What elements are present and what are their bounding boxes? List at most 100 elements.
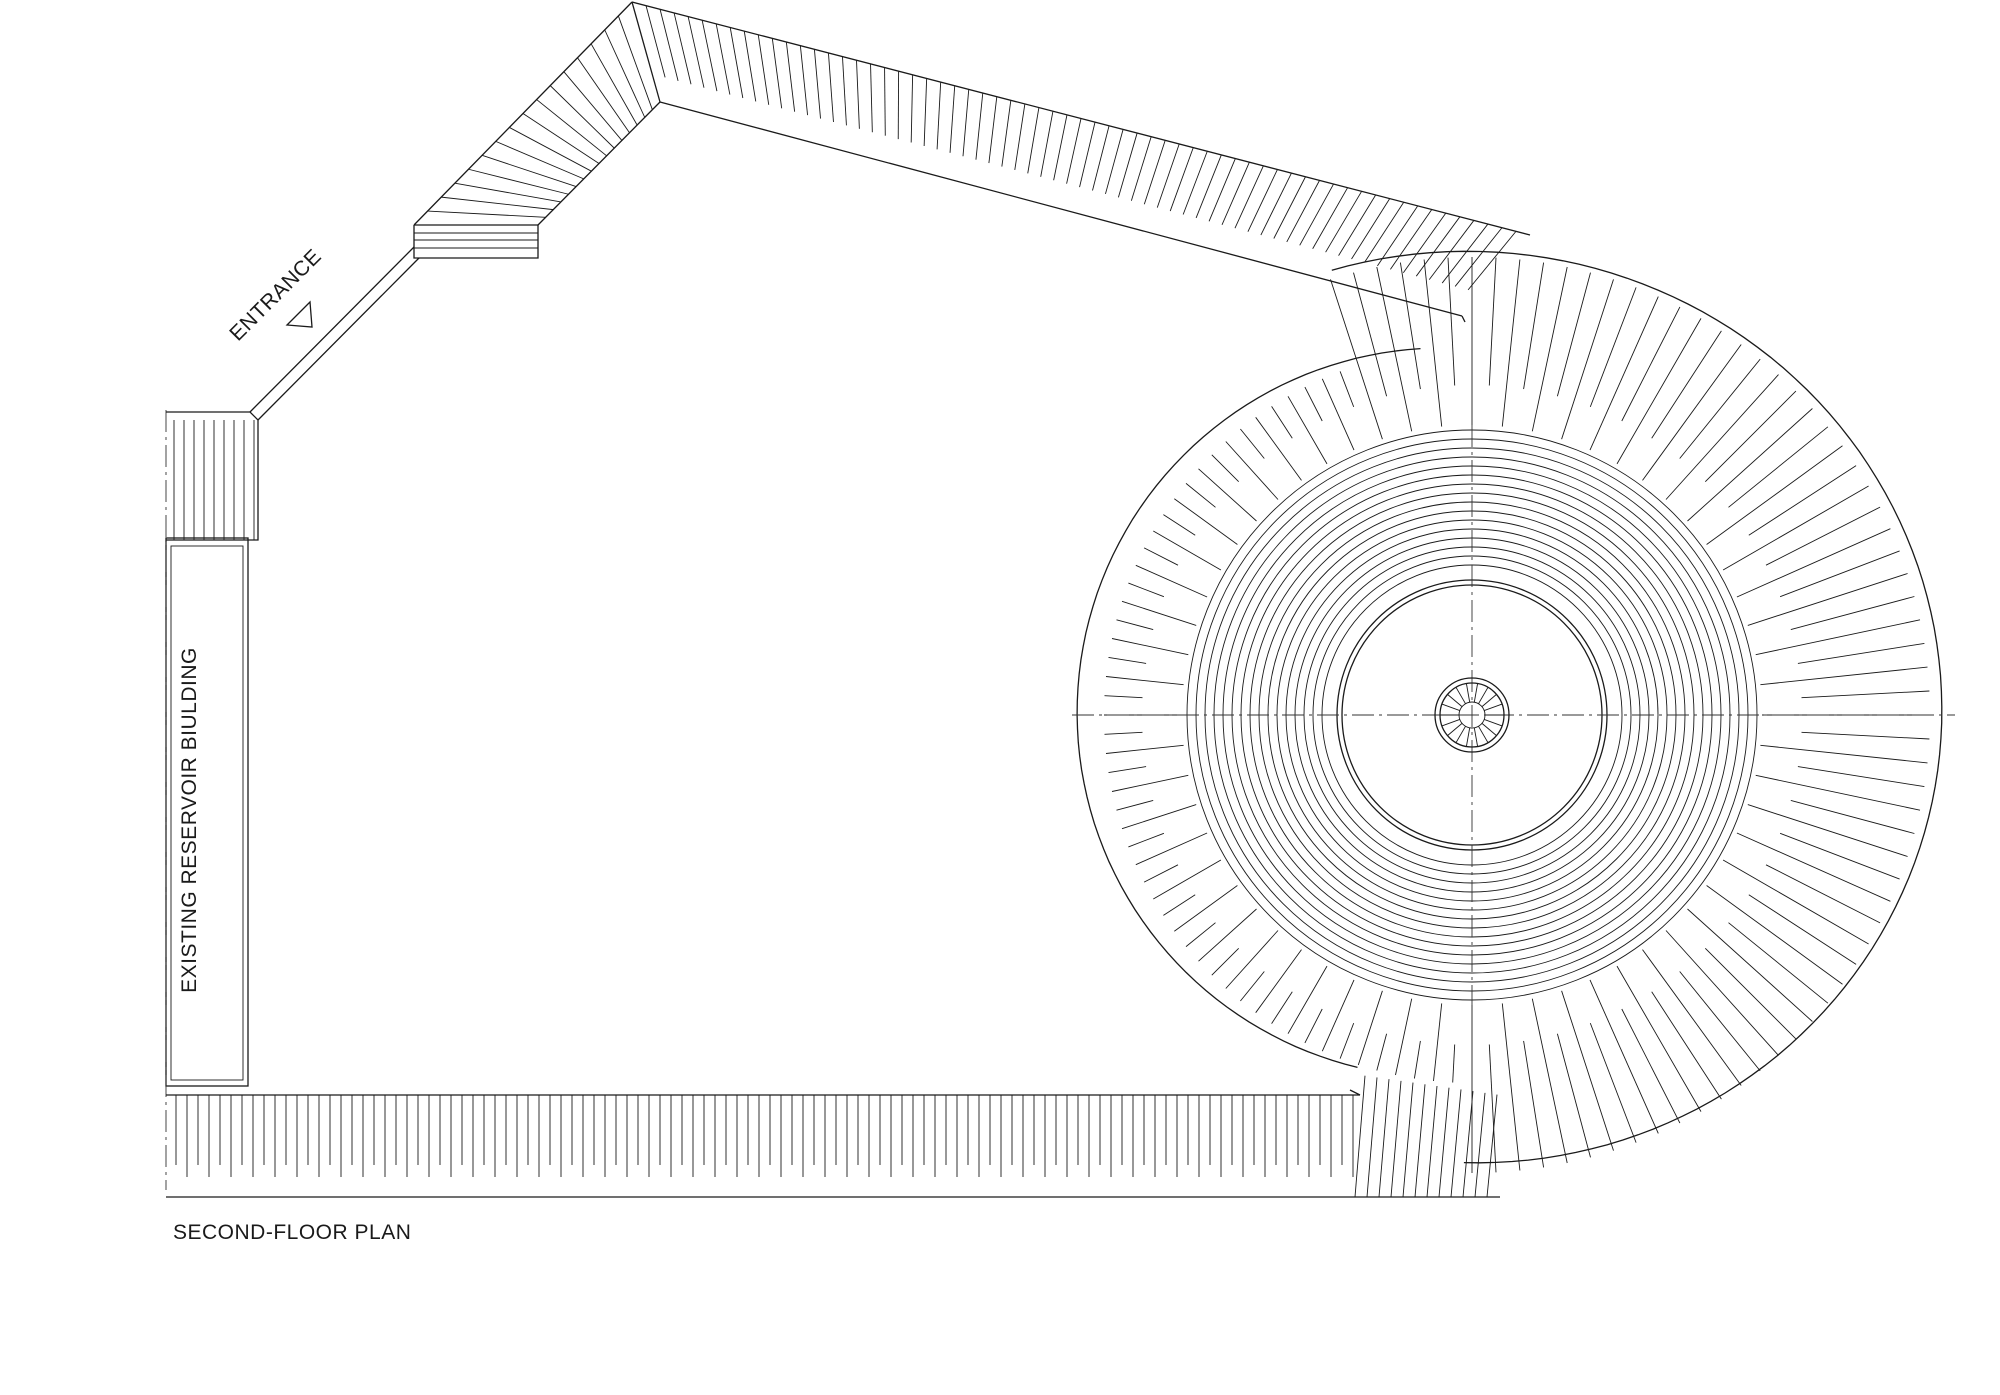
spiral-tread <box>1556 272 1591 397</box>
spiral-tread <box>1108 656 1147 664</box>
spiral-tread <box>1736 832 1891 902</box>
ramp-tread <box>988 96 998 164</box>
spiral-tread <box>1426 1085 1438 1198</box>
stair-outer-ring <box>1434 677 1510 753</box>
stair-tread <box>1484 718 1503 727</box>
upper-left-stair-block <box>166 411 259 541</box>
spiral-tread <box>1185 483 1216 508</box>
spiral-treads <box>1104 257 1930 1198</box>
spiral-tread <box>1211 947 1240 976</box>
spiral-tread <box>1287 396 1328 465</box>
plan-title: SECOND-FLOOR PLAN <box>173 1221 411 1244</box>
spiral-tread <box>1687 408 1813 522</box>
spiral-tread <box>1116 799 1154 811</box>
top-ramp <box>631 1 1531 323</box>
ramp-tread <box>1441 223 1489 284</box>
spiral-tread <box>1531 266 1568 432</box>
spiral-tread <box>1402 1082 1414 1198</box>
bottom-ramp-treads <box>175 1095 1354 1177</box>
ramp-tread <box>1234 165 1264 229</box>
top-ramp-end <box>1461 315 1466 323</box>
spiral-tread <box>1450 1089 1462 1198</box>
ramp-tread <box>813 49 821 119</box>
bottom-ramp <box>166 1089 1500 1198</box>
ramp-tread <box>729 27 744 99</box>
spiral-tread <box>1271 991 1293 1024</box>
ramp-tread <box>590 43 638 126</box>
spiral-tread <box>1135 832 1208 866</box>
spiral-tread <box>1121 804 1197 830</box>
spiral-tread <box>1486 1094 1498 1198</box>
spiral-tread <box>1225 930 1279 989</box>
ramp-tread <box>1182 151 1208 215</box>
spiral-tread <box>1104 695 1143 699</box>
spiral-tread <box>1523 262 1545 390</box>
spiral-tread <box>1801 731 1930 740</box>
ramp-tread <box>522 113 600 164</box>
entrance-arrow-icon <box>285 300 313 328</box>
spiral-tread <box>1174 498 1238 545</box>
top-ramp-inner-edge <box>659 101 1463 317</box>
spiral-tread <box>1765 864 1881 924</box>
spiral-tread <box>1366 1077 1378 1198</box>
ramp-tread <box>1325 191 1363 253</box>
spiral-tread <box>1621 1008 1681 1124</box>
spiral-inner-edge <box>1076 347 1421 1069</box>
spiral-tread <box>1423 259 1443 427</box>
existing-reservoir-building <box>165 410 249 1190</box>
spiral-tread <box>1330 279 1383 440</box>
entrance-landing <box>413 224 539 259</box>
stair-tread <box>1441 718 1460 727</box>
stair-tread <box>1447 723 1463 736</box>
spiral-tread <box>1378 1079 1390 1198</box>
stair-tread <box>1455 726 1466 743</box>
ramp-tread <box>1117 132 1138 198</box>
ramp-tread <box>975 92 984 160</box>
spiral-tread <box>1128 832 1165 848</box>
spiral-tread <box>1438 1087 1450 1198</box>
spiral-tread <box>1321 979 1355 1052</box>
spiral-tread <box>1561 990 1614 1151</box>
spiral-tread <box>1765 506 1881 566</box>
spiral-tread <box>1501 1003 1521 1171</box>
ramp-tread <box>1053 114 1068 181</box>
ramp-tread <box>1221 162 1250 225</box>
ramp-tread <box>1428 220 1475 280</box>
spiral-tread <box>1556 1033 1591 1158</box>
spiral-tread <box>1523 1040 1545 1168</box>
spiral-ramp <box>1076 250 1943 1198</box>
ramp-tread <box>1092 125 1110 191</box>
spiral-tread <box>1287 965 1328 1034</box>
spiral-tread <box>1616 965 1702 1112</box>
spiral-tread <box>1353 272 1388 397</box>
ramp-tread <box>687 16 705 88</box>
ramp-tread <box>743 31 757 102</box>
ramp-tread <box>1286 180 1320 243</box>
building-inner-wall <box>170 545 244 1081</box>
stair-tread <box>1465 727 1471 747</box>
spiral-tread <box>1748 465 1857 536</box>
entrance-wall <box>249 246 420 421</box>
spiral-tread <box>1339 1022 1355 1059</box>
spiral-tread <box>1755 619 1921 656</box>
spiral-tread <box>1357 990 1383 1066</box>
spiral-tread <box>1240 428 1265 459</box>
spiral-tread <box>1185 922 1216 947</box>
ramp-tread <box>842 56 847 126</box>
spiral-tread <box>1447 257 1456 386</box>
stair-tread <box>1441 703 1460 712</box>
spiral-tread <box>1304 1008 1323 1044</box>
ramp-tread <box>884 67 886 136</box>
diagonal-ramp <box>413 1 661 226</box>
ramp-tread <box>856 60 860 129</box>
spiral-tread <box>1722 485 1869 571</box>
spiral-tread <box>1621 306 1681 422</box>
spiral-tread <box>1111 638 1189 656</box>
ramp-tread <box>923 78 928 146</box>
spiral-outer-edge <box>1331 250 1943 1164</box>
spiral-tread <box>1755 774 1921 811</box>
stair-tread <box>1484 703 1503 712</box>
ramp-tread <box>1040 111 1054 177</box>
stair-tread <box>1478 687 1489 704</box>
spiral-tread <box>1790 596 1915 631</box>
